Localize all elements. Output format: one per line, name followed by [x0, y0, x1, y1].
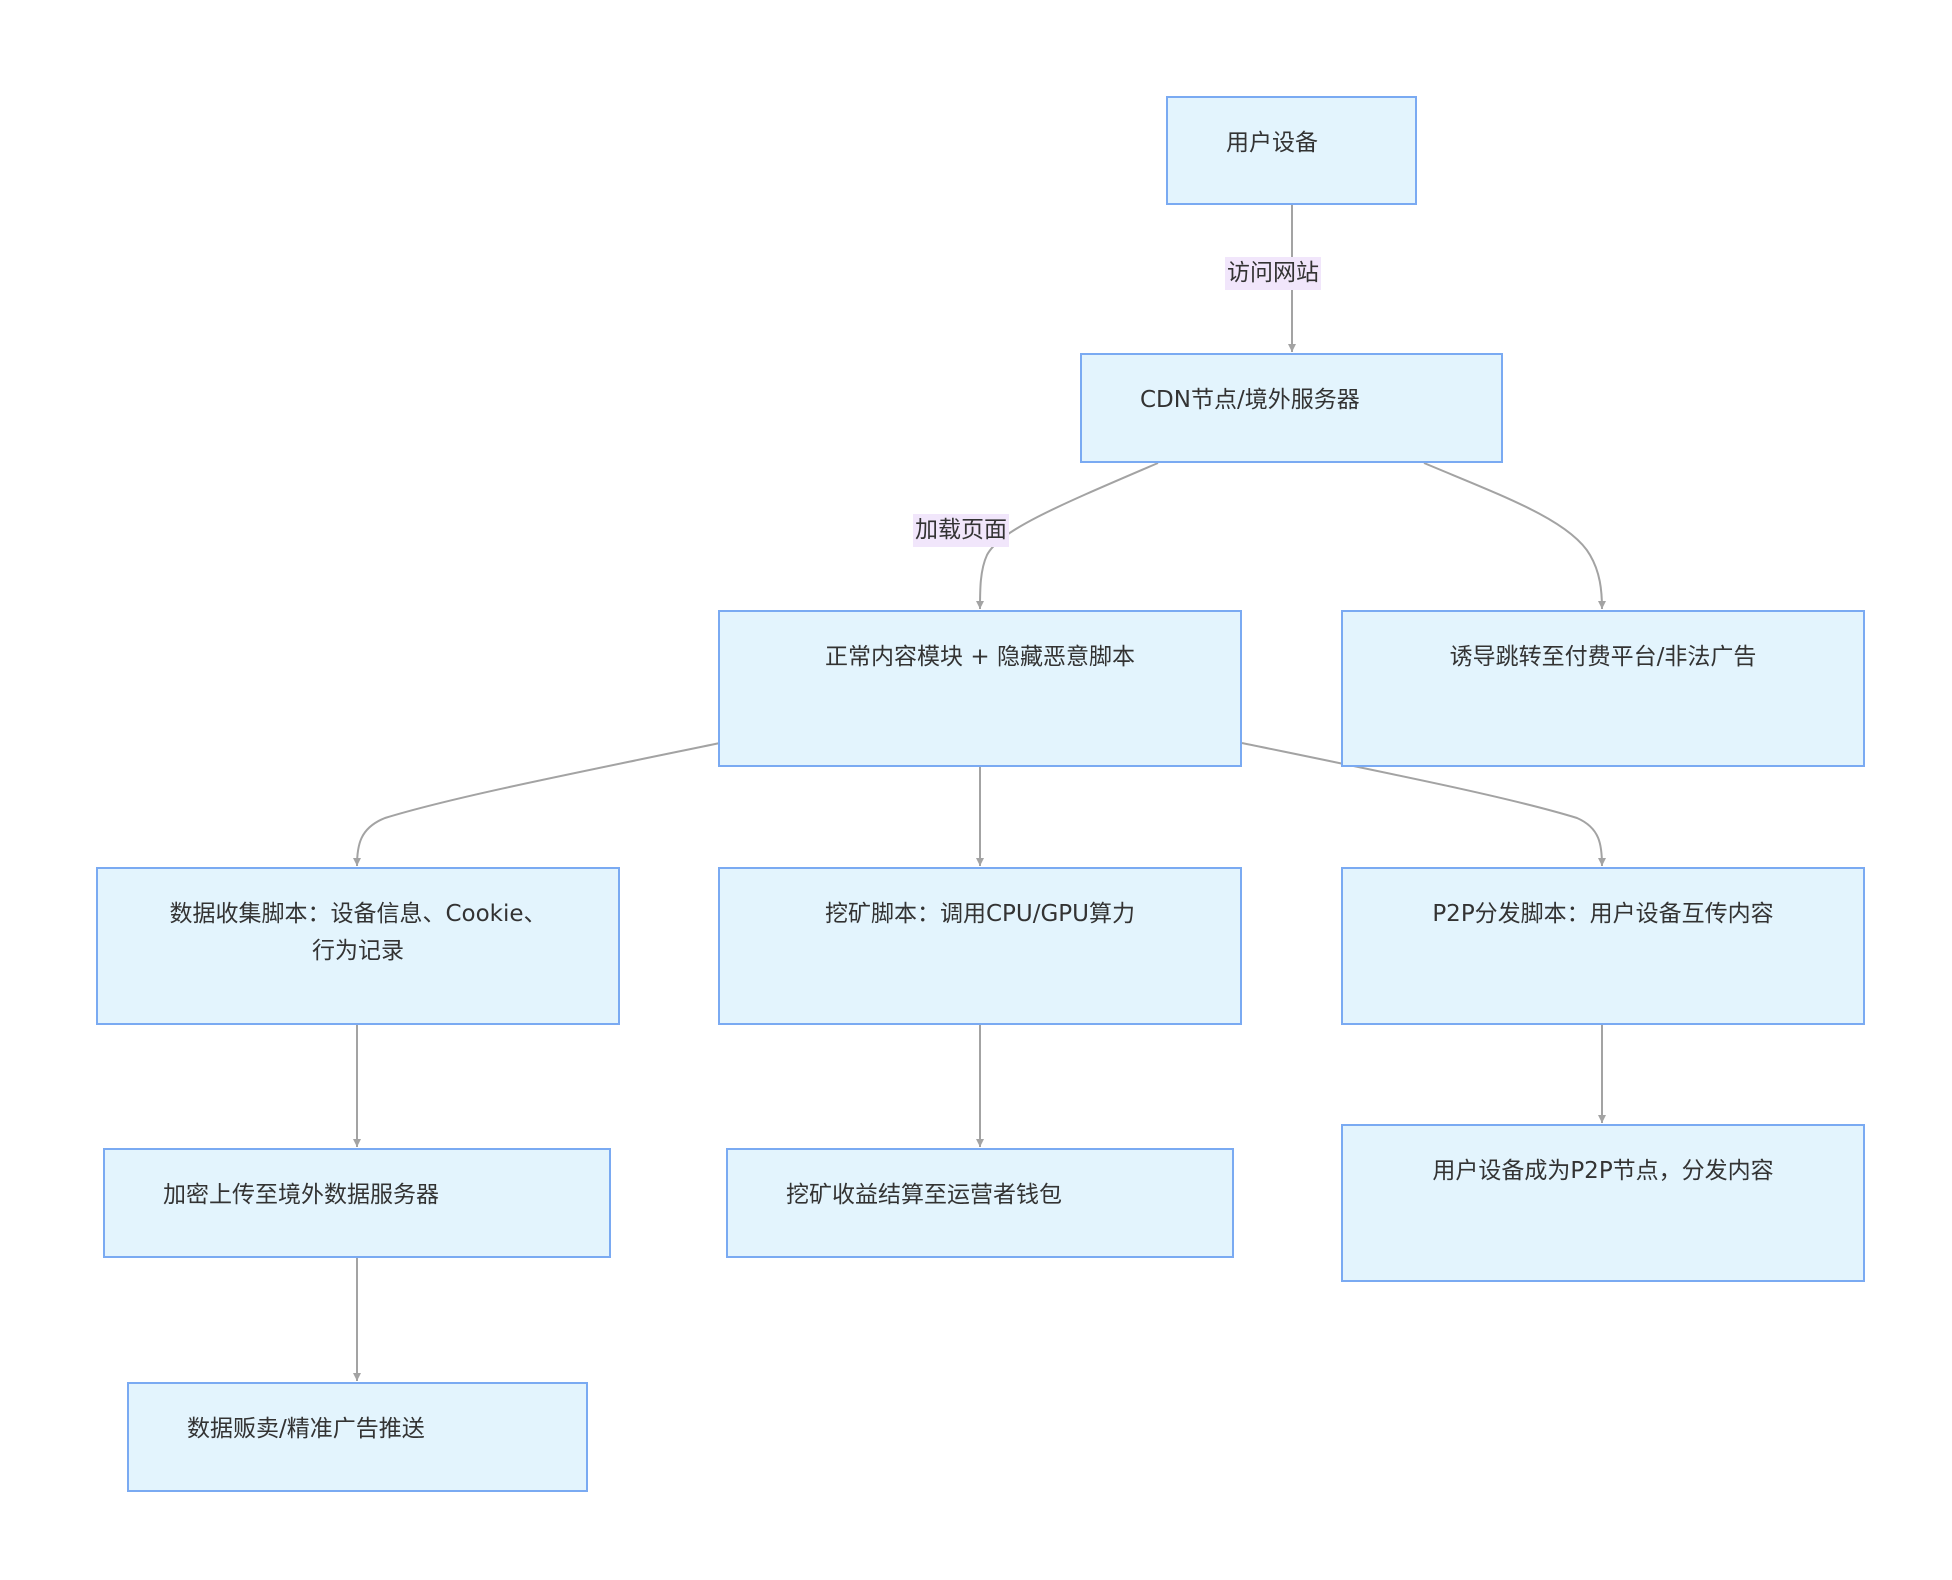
node-data-script: 数据收集脚本：设备信息、Cookie、行为记录 [96, 867, 620, 1025]
node-mining-payout-label: 挖矿收益结算至运营者钱包 [786, 1182, 1062, 1208]
node-mining-script: 挖矿脚本：调用CPU/GPU算力 [718, 867, 1242, 1025]
node-p2p-script-label: P2P分发脚本：用户设备互传内容 [1432, 901, 1774, 927]
edge-label-visit: 访问网站 [1225, 257, 1321, 290]
node-p2p-script: P2P分发脚本：用户设备互传内容 [1341, 867, 1865, 1025]
node-data-script-label: 数据收集脚本：设备信息、Cookie、行为记录 [169, 901, 547, 964]
node-upload-label: 加密上传至境外数据服务器 [163, 1182, 439, 1208]
node-user-device-label: 用户设备 [1226, 130, 1318, 156]
edge-page-to-data-script [353, 742, 721, 867]
edge-page-to-p2p-script [1241, 742, 1606, 867]
node-page-content: 正常内容模块 + 隐藏恶意脚本 [718, 610, 1242, 767]
node-page-content-label: 正常内容模块 + 隐藏恶意脚本 [825, 644, 1135, 670]
node-mining-payout: 挖矿收益结算至运营者钱包 [726, 1148, 1234, 1258]
edge-label-load: 加载页面 [913, 514, 1009, 547]
node-redirect-label: 诱导跳转至付费平台/非法广告 [1449, 644, 1757, 670]
node-mining-script-label: 挖矿脚本：调用CPU/GPU算力 [824, 901, 1136, 927]
edge-cdn-to-redirect [1423, 462, 1606, 610]
node-data-sale: 数据贩卖/精准广告推送 [127, 1382, 588, 1492]
node-data-sale-label: 数据贩卖/精准广告推送 [187, 1416, 425, 1442]
node-cdn: CDN节点/境外服务器 [1080, 353, 1503, 463]
node-upload: 加密上传至境外数据服务器 [103, 1148, 611, 1258]
node-p2p-node: 用户设备成为P2P节点，分发内容 [1341, 1124, 1865, 1282]
node-p2p-node-label: 用户设备成为P2P节点，分发内容 [1432, 1158, 1774, 1184]
node-user-device: 用户设备 [1166, 96, 1417, 205]
node-redirect: 诱导跳转至付费平台/非法广告 [1341, 610, 1865, 767]
node-cdn-label: CDN节点/境外服务器 [1140, 387, 1360, 413]
